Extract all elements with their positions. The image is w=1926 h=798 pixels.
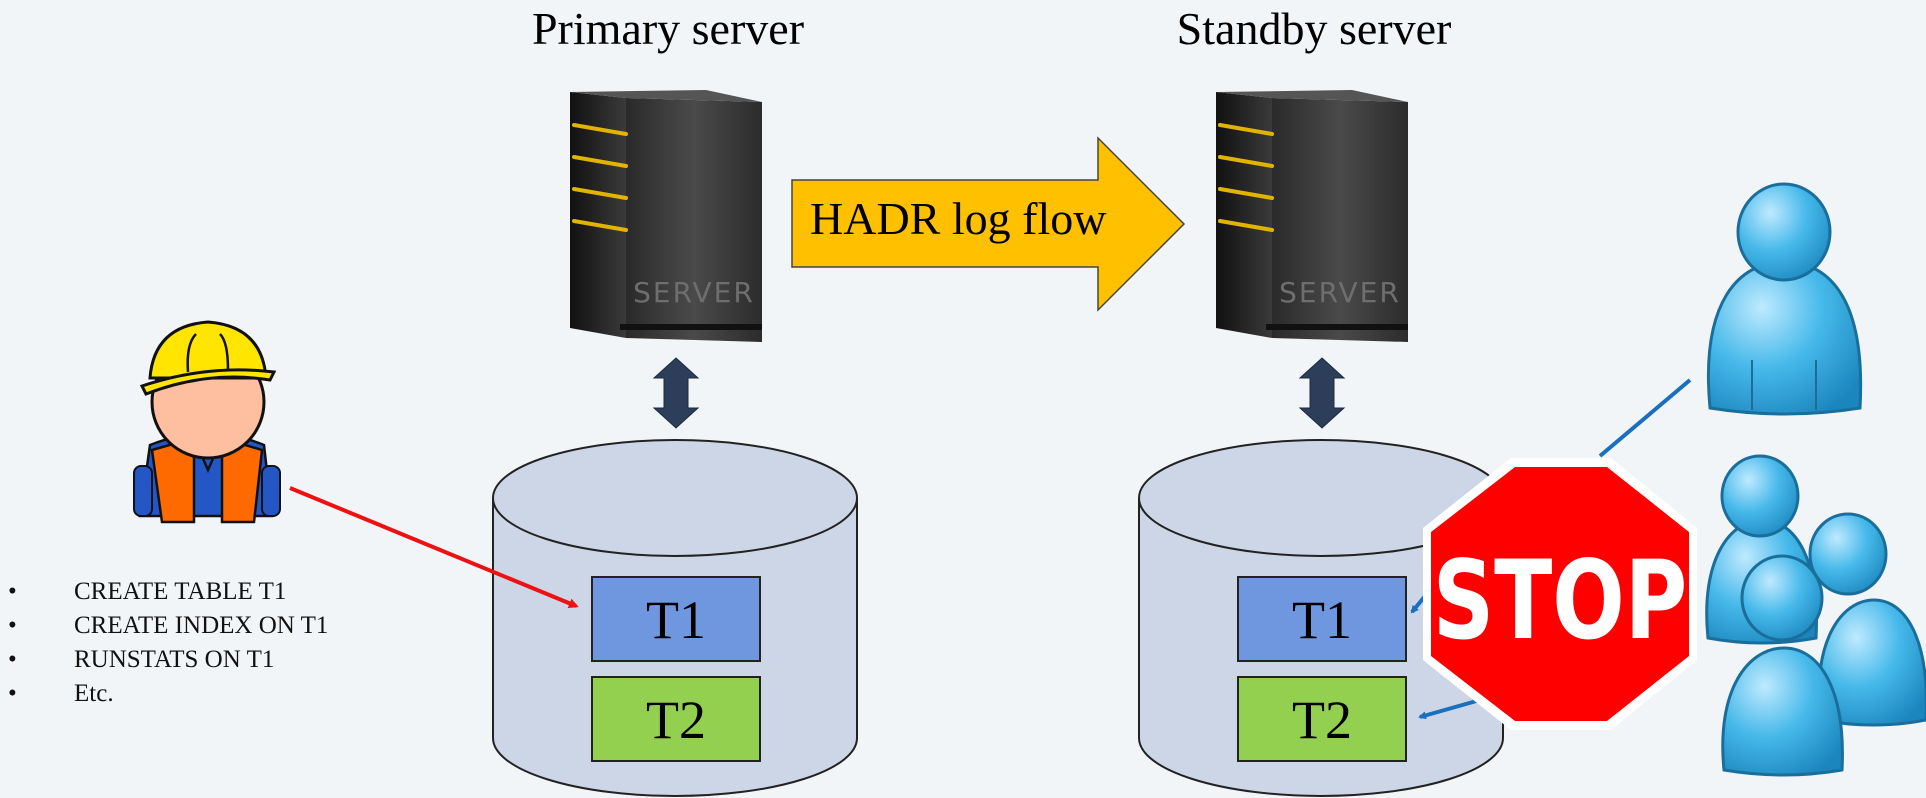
standby-double-arrow-icon: [1298, 357, 1346, 429]
primary-t2-label: T2: [646, 690, 706, 750]
standby-t1-label: T1: [1292, 590, 1352, 650]
stop-sign-text: STOP: [1433, 537, 1688, 664]
worker-icon: [133, 320, 281, 524]
hadr-log-flow-arrow: HADR log flow: [791, 136, 1186, 312]
primary-table-t2: T2: [591, 676, 761, 762]
user-group-icon: [1705, 454, 1926, 777]
standby-table-t1: T1: [1237, 576, 1407, 662]
primary-server-title: Primary server: [531, 3, 805, 54]
standby-server-title: Standby server: [1176, 3, 1452, 54]
user-query-line: [1598, 378, 1692, 458]
user-icon: [1707, 182, 1863, 416]
standby-server-caption: SERVER: [1279, 276, 1401, 309]
standby-t2-label: T2: [1292, 690, 1352, 750]
primary-double-arrow-icon: [652, 357, 700, 429]
standby-table-t2: T2: [1237, 676, 1407, 762]
list-item: •CREATE INDEX ON T1: [8, 612, 329, 639]
primary-server-icon: SERVER: [570, 90, 762, 342]
stop-sign-icon: STOP: [1423, 458, 1697, 730]
ddl-statement-list: •CREATE TABLE T1 •CREATE INDEX ON T1 •RU…: [8, 575, 328, 711]
hadr-log-flow-label: HADR log flow: [810, 193, 1107, 244]
standby-server-icon: SERVER: [1216, 90, 1408, 342]
list-item: •RUNSTATS ON T1: [8, 646, 275, 673]
primary-server-caption: SERVER: [633, 276, 755, 309]
primary-t1-label: T1: [646, 590, 706, 650]
list-item: •CREATE TABLE T1: [8, 578, 287, 605]
primary-table-t1: T1: [591, 576, 761, 662]
ddl-arrow: [289, 486, 579, 608]
user-query-line-t2: [1418, 698, 1481, 720]
list-item: •Etc.: [8, 680, 114, 707]
